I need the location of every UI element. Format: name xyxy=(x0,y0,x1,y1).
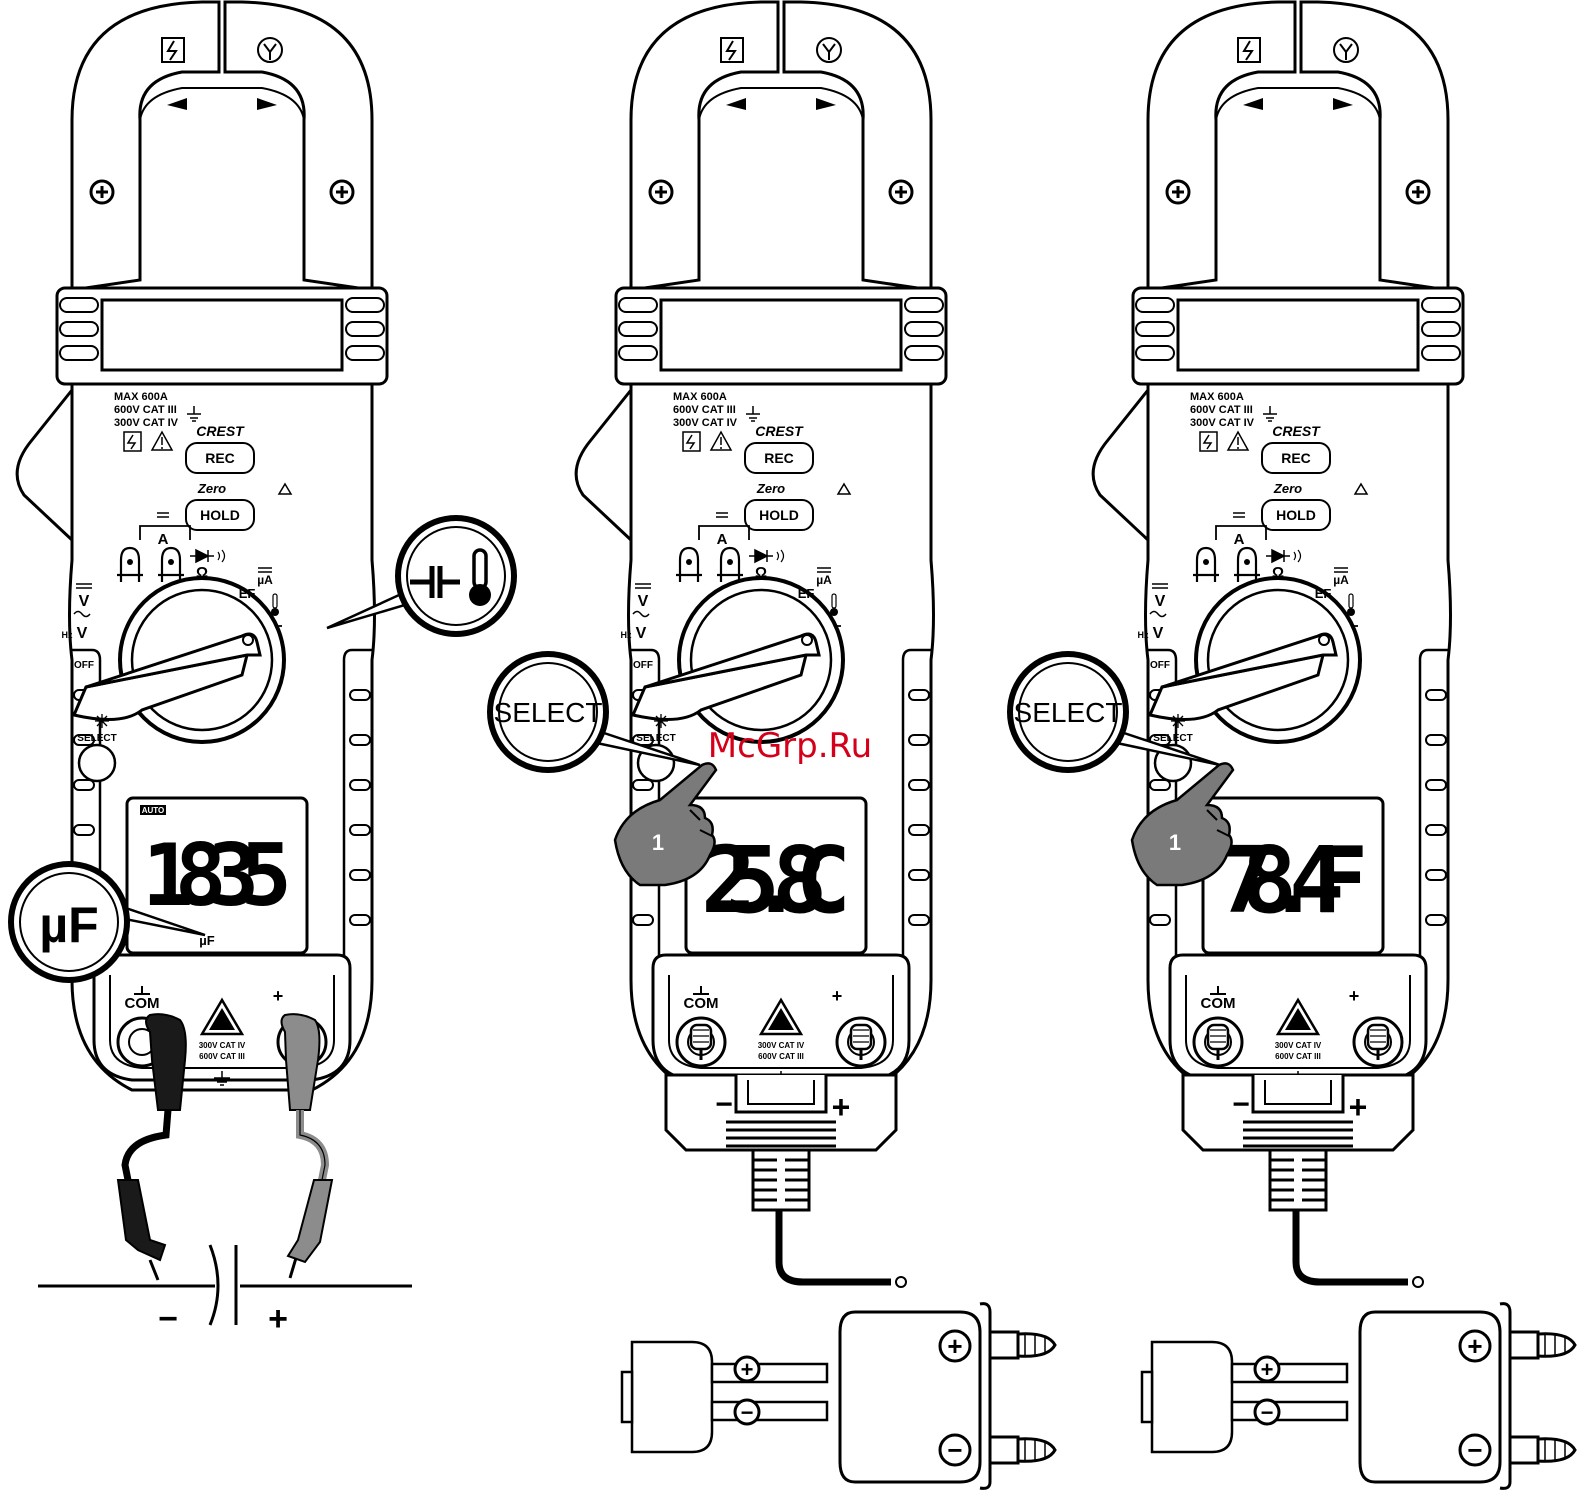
adapter-plus: + xyxy=(1467,1331,1482,1361)
jack-rating-2: 600V CAT III xyxy=(199,1052,245,1061)
male-plug-minus: − xyxy=(741,1400,754,1425)
zero-label: Zero xyxy=(197,481,226,496)
plug-minus-label: − xyxy=(715,1088,733,1121)
crest-label: CREST xyxy=(755,423,804,439)
hold-button[interactable]: HOLD xyxy=(200,507,240,523)
step-number: 1 xyxy=(1169,830,1181,855)
select-label: SELECT xyxy=(77,733,116,744)
plug-plus-label: + xyxy=(832,1089,851,1125)
lcd-reading: 1835 xyxy=(142,826,292,926)
crest-label: CREST xyxy=(1272,423,1321,439)
ef-label: EF xyxy=(239,586,256,601)
rating-line-1: MAX 600A xyxy=(114,391,168,403)
adapter-plus: + xyxy=(947,1331,962,1361)
com-label: COM xyxy=(1201,995,1236,1012)
adapter-minus: − xyxy=(947,1435,962,1465)
crest-label: CREST xyxy=(196,423,245,439)
capacitor-minus: − xyxy=(158,1300,178,1338)
jack-rating-1: 300V CAT IV xyxy=(199,1041,246,1050)
hz-label: Hz xyxy=(62,630,73,640)
rating-line-3: 300V CAT IV xyxy=(114,417,179,429)
plug-minus-label: − xyxy=(1232,1088,1250,1121)
capacitor-circuit: − + xyxy=(38,1244,412,1338)
rec-button[interactable]: REC xyxy=(1281,450,1311,466)
lcd-reading: 25.8C xyxy=(701,827,851,934)
rating-line-1: MAX 600A xyxy=(673,391,727,403)
rec-button[interactable]: REC xyxy=(764,450,794,466)
rating-line-3: 300V CAT IV xyxy=(1190,417,1255,429)
plus-label: + xyxy=(273,986,284,1006)
finger-press-1: 1 xyxy=(613,762,718,887)
amp-label: A xyxy=(1234,531,1245,548)
zero-label: Zero xyxy=(756,481,785,496)
thermocouple-male-plug-1: + − xyxy=(620,1340,829,1454)
banana-adapter-1: + − xyxy=(838,1302,1057,1490)
select-label: SELECT xyxy=(636,733,675,744)
ef-label: EF xyxy=(1315,586,1332,601)
rating-line-2: 600V CAT III xyxy=(114,404,177,416)
ohm-label: Ω xyxy=(755,564,767,581)
ua-label: µA xyxy=(816,573,832,587)
jack-rating-2: 600V CAT III xyxy=(1275,1052,1321,1061)
select-label: SELECT xyxy=(1153,733,1192,744)
finger-press-2: 1 xyxy=(1130,762,1235,887)
lcd-unit: µF xyxy=(199,933,214,948)
rating-line-2: 600V CAT III xyxy=(673,404,736,416)
auto-indicator: AUTO xyxy=(142,806,165,815)
plus-label: + xyxy=(832,986,843,1006)
step-number: 1 xyxy=(652,830,664,855)
off-label: OFF xyxy=(633,660,653,671)
callout-select-text: SELECT xyxy=(1014,697,1123,728)
function-callout xyxy=(326,515,517,637)
off-label: OFF xyxy=(1150,660,1170,671)
ohm-label: Ω xyxy=(1272,564,1284,581)
rating-line-1: MAX 600A xyxy=(1190,391,1244,403)
amp-label: A xyxy=(717,531,728,548)
jack-rating-2: 600V CAT III xyxy=(758,1052,804,1061)
volt-dc-label: V xyxy=(638,593,649,610)
hold-button[interactable]: HOLD xyxy=(759,507,799,523)
capacitor-plus: + xyxy=(268,1300,288,1338)
callout-unit-text: µF xyxy=(39,897,98,953)
watermark-text: McGrp.Ru xyxy=(708,726,872,766)
test-leads xyxy=(116,1013,334,1281)
select-callout-2: SELECT xyxy=(1007,651,1221,773)
rating-line-3: 300V CAT IV xyxy=(673,417,738,429)
volt-ac-label: V xyxy=(77,625,88,642)
male-plug-plus: + xyxy=(1261,1357,1274,1382)
ua-label: µA xyxy=(1333,573,1349,587)
com-label: COM xyxy=(684,995,719,1012)
male-plug-plus: + xyxy=(741,1357,754,1382)
male-plug-minus: − xyxy=(1261,1400,1274,1425)
ohm-label: Ω xyxy=(196,564,208,581)
rec-button[interactable]: REC xyxy=(205,450,235,466)
zero-label: Zero xyxy=(1273,481,1302,496)
thermocouple-male-plug-2: + − xyxy=(1140,1340,1349,1454)
banana-adapter-2: + − xyxy=(1358,1302,1577,1490)
plug-plus-label: + xyxy=(1349,1089,1368,1125)
hz-label: Hz xyxy=(1138,630,1149,640)
jack-rating-1: 300V CAT IV xyxy=(758,1041,805,1050)
ua-label: µA xyxy=(257,573,273,587)
volt-ac-label: V xyxy=(1153,625,1164,642)
jack-rating-1: 300V CAT IV xyxy=(1275,1041,1322,1050)
hold-button[interactable]: HOLD xyxy=(1276,507,1316,523)
unit-callout: µF xyxy=(8,861,206,983)
off-label: OFF xyxy=(74,660,94,671)
callout-select-text: SELECT xyxy=(494,697,603,728)
ef-label: EF xyxy=(798,586,815,601)
volt-dc-label: V xyxy=(79,593,90,610)
adapter-minus: − xyxy=(1467,1435,1482,1465)
lcd-reading: 78.4F xyxy=(1218,827,1368,934)
com-label: COM xyxy=(125,995,160,1012)
volt-dc-label: V xyxy=(1155,593,1166,610)
amp-label: A xyxy=(158,531,169,548)
plus-label: + xyxy=(1349,986,1360,1006)
volt-ac-label: V xyxy=(636,625,647,642)
rating-line-2: 600V CAT III xyxy=(1190,404,1253,416)
select-callout-1: SELECT xyxy=(487,651,701,773)
hz-label: Hz xyxy=(621,630,632,640)
